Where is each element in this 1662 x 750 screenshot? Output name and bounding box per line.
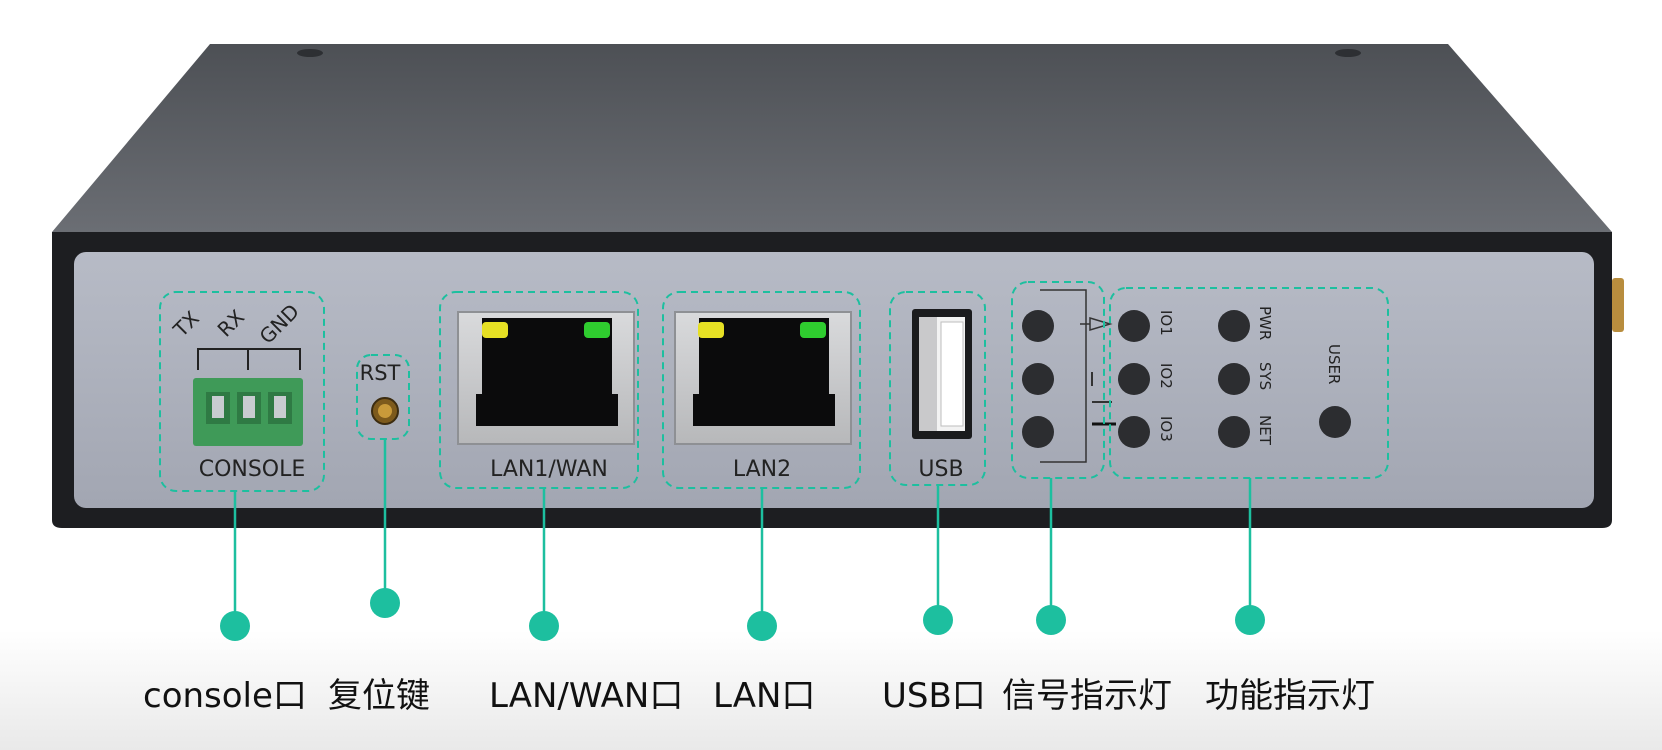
reset-callout-dot	[370, 588, 400, 618]
user-label: USER	[1325, 344, 1343, 384]
io2-led	[1118, 363, 1150, 395]
antenna-icon	[1080, 316, 1113, 332]
reset-label: RST	[360, 361, 401, 385]
signal-indicator-callout-label: 信号指示灯	[1002, 676, 1172, 716]
user-button	[1319, 406, 1351, 438]
screw-hole-right	[1335, 49, 1361, 57]
signal-led-1	[1022, 310, 1054, 342]
lan2-callout-dot	[747, 611, 777, 641]
console-callout-label: console口	[143, 676, 307, 716]
usb-callout-dot	[923, 605, 953, 635]
function-callout-dot	[1235, 605, 1265, 635]
function-indicator-callout-label: 功能指示灯	[1205, 676, 1375, 716]
lan2-port-label: LAN2	[733, 457, 791, 482]
lan1-port-opening	[476, 318, 618, 426]
signal-callout-dot	[1036, 605, 1066, 635]
console-highlight-frame	[159, 291, 325, 492]
io3-led	[1118, 416, 1150, 448]
io1-label: IO1	[1157, 310, 1175, 336]
antenna-connector	[1612, 278, 1624, 332]
lan1-led-green	[584, 322, 610, 338]
lan1-port-label: LAN1/WAN	[490, 457, 608, 482]
lan2-led-yellow	[698, 322, 724, 338]
usb-callout-label: USB口	[882, 676, 986, 716]
console-callout-dot	[220, 611, 250, 641]
console-port-label: CONSOLE	[199, 457, 306, 482]
signal-led-3	[1022, 416, 1054, 448]
pwr-label: PWR	[1256, 306, 1274, 340]
lan-callout-label: LAN口	[713, 676, 816, 716]
lan1-highlight-frame	[439, 291, 639, 489]
net-label: NET	[1256, 415, 1274, 446]
signal-highlight-frame	[1011, 281, 1105, 479]
signal-bracket	[1040, 289, 1087, 463]
sys-led	[1218, 363, 1250, 395]
lan1-led-yellow	[482, 322, 508, 338]
device-top-surface	[52, 44, 1612, 232]
pwr-led	[1218, 310, 1250, 342]
sys-label: SYS	[1256, 362, 1274, 390]
io1-led	[1118, 310, 1150, 342]
usb-port-label: USB	[918, 457, 963, 482]
console-pin-bracket	[197, 348, 301, 370]
io3-label: IO3	[1157, 416, 1175, 442]
net-led	[1218, 416, 1250, 448]
lan-wan-callout-label: LAN/WAN口	[489, 676, 684, 716]
reset-callout-label: 复位键	[328, 676, 430, 716]
lan2-led-green	[800, 322, 826, 338]
io2-label: IO2	[1157, 363, 1175, 389]
signal-led-2	[1022, 363, 1054, 395]
screw-hole-left	[297, 49, 323, 57]
lan2-port-opening	[693, 318, 835, 426]
lan1-callout-dot	[529, 611, 559, 641]
reset-highlight-frame	[356, 354, 410, 440]
